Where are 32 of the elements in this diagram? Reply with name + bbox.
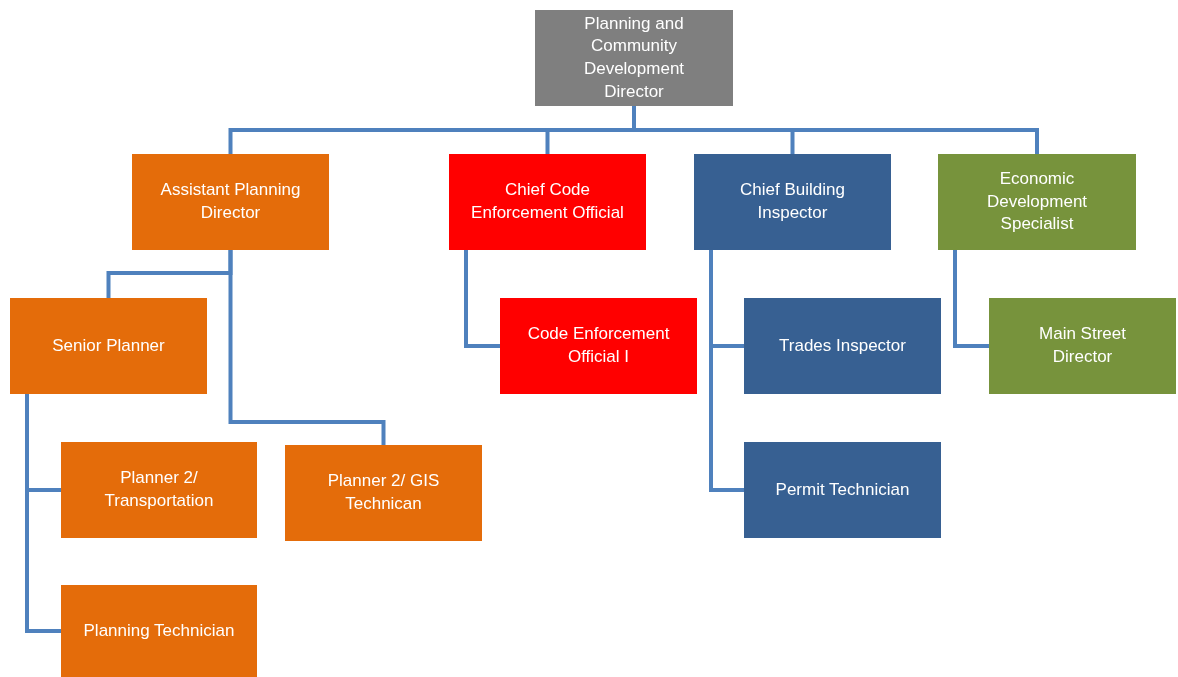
role-box bbox=[500, 298, 697, 394]
role-title: Planning and Community Development Director bbox=[582, 12, 686, 103]
role-box bbox=[61, 585, 257, 677]
role-box bbox=[449, 154, 646, 250]
role-box bbox=[10, 298, 207, 394]
role-title: Economic Development Specialist bbox=[985, 168, 1089, 236]
role-title: Planner 2/ Transportation bbox=[103, 467, 215, 512]
role-box bbox=[938, 154, 1136, 250]
role-title: Trades Inspector bbox=[779, 334, 906, 357]
role-box bbox=[285, 445, 482, 541]
connector-line bbox=[464, 250, 500, 348]
role-box bbox=[989, 298, 1176, 394]
connector-line bbox=[632, 106, 1039, 154]
role-box bbox=[694, 154, 891, 250]
role-box bbox=[744, 298, 941, 394]
role-title: Planning Technician bbox=[83, 619, 235, 642]
role-title: Code Enforcement Official I bbox=[526, 323, 671, 368]
connector-line bbox=[25, 394, 61, 633]
role-title: Planner 2/ GIS Technican bbox=[326, 470, 441, 515]
connector-line bbox=[228, 250, 386, 445]
role-title: Assistant Planning Director bbox=[159, 179, 302, 224]
role-box bbox=[744, 442, 941, 538]
role-title: Permit Technician bbox=[775, 478, 910, 501]
role-title: Senior Planner bbox=[52, 334, 165, 357]
connector-line bbox=[709, 250, 744, 492]
role-box bbox=[61, 442, 257, 538]
role-box bbox=[535, 10, 733, 106]
connector-line bbox=[953, 250, 989, 348]
role-title: Chief Code Enforcement Official bbox=[471, 179, 624, 224]
role-title: Chief Building Inspector bbox=[739, 179, 846, 224]
role-title: Main Street Director bbox=[1038, 323, 1127, 368]
role-box bbox=[132, 154, 329, 250]
